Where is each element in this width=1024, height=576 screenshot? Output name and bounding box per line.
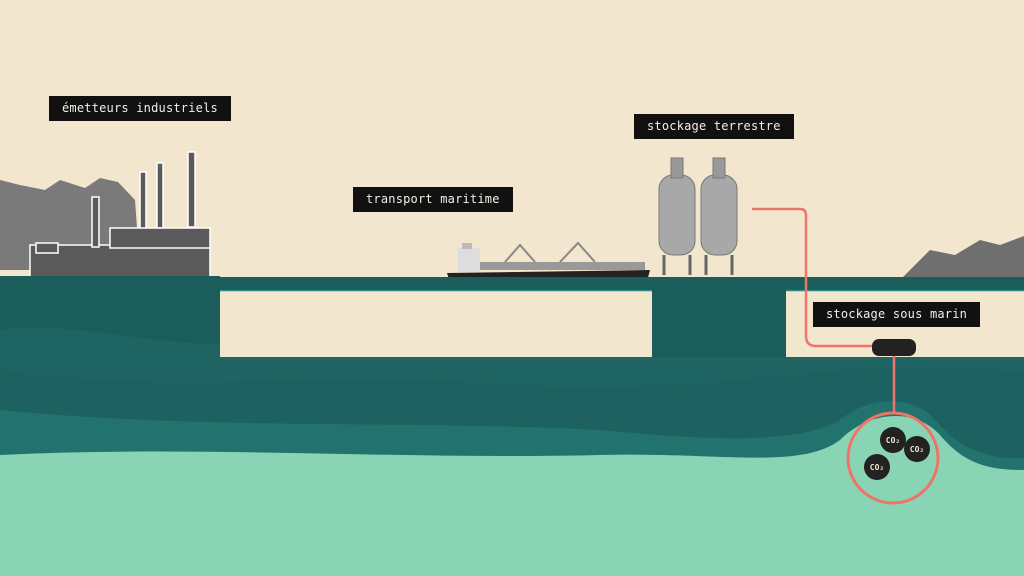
label-subsea-storage: stockage sous marin [813, 302, 981, 327]
factory-illustration [29, 151, 211, 278]
svg-text:CO₂: CO₂ [910, 445, 924, 454]
reservoir-layer [0, 416, 1024, 576]
svg-text:CO₂: CO₂ [870, 463, 884, 472]
sea-surface-left [220, 290, 652, 357]
injection-wellhead [872, 339, 916, 356]
svg-text:CO₂: CO₂ [886, 436, 900, 445]
co2-bubble: CO₂ [880, 427, 906, 453]
label-industrial-emitters: émetteurs industriels [49, 96, 231, 121]
pipeline [752, 207, 875, 348]
mountain-right [890, 236, 1024, 290]
co2-bubble: CO₂ [864, 454, 890, 480]
label-maritime-transport: transport maritime [353, 187, 513, 212]
co2-bubble: CO₂ [904, 436, 930, 462]
label-land-storage: stockage terrestre [634, 114, 794, 139]
storage-reservoir-circle [846, 411, 940, 505]
storage-tanks-illustration [658, 157, 738, 275]
